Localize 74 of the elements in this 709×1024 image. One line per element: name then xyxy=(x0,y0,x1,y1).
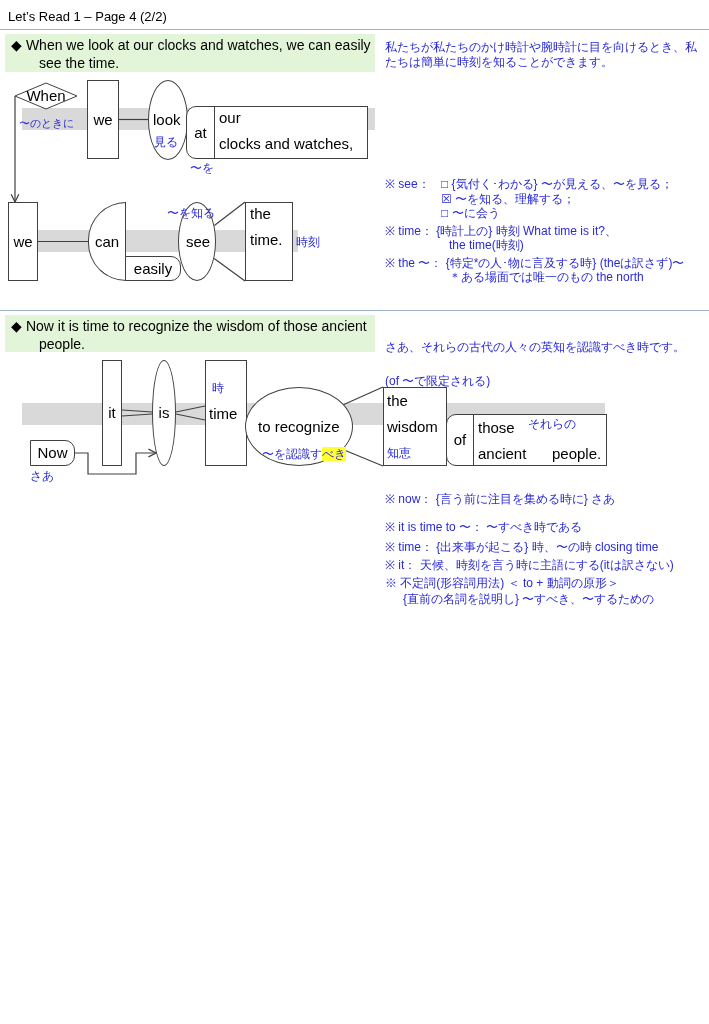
note-text: ※ it： 天候、時刻を言う時に主語にする(itは訳さない) xyxy=(385,558,674,572)
word-box xyxy=(383,387,447,466)
word-text: can xyxy=(94,232,120,251)
note-text: ※ 不定詞(形容詞用法) ＜ to + 動詞の原形＞ xyxy=(385,576,619,590)
note-text: ※ now： {言う前に注目を集める時に} さあ xyxy=(385,492,616,506)
note-text: ※ time： {時計上の} 時刻 What time is it?、 xyxy=(385,224,618,238)
note-text: ※ time： {出来事が起こる} 時、〜の時 closing time xyxy=(385,540,659,554)
word-text: 〜を認識すべき xyxy=(262,447,346,461)
sentence-text: ◆ Now it is time to recognize the wisdom of those ancient people. xyxy=(10,317,368,353)
word-box xyxy=(214,106,368,159)
word-text: time xyxy=(209,405,238,423)
word-text: When xyxy=(26,87,66,104)
word-box xyxy=(8,202,38,281)
word-box xyxy=(205,360,247,466)
word-text: of xyxy=(453,431,467,449)
note-text: {直前の名詞を説明し} 〜すべき、〜するための xyxy=(403,592,655,606)
word-text: people. xyxy=(552,445,602,463)
translation-text: さあ、それらの古代の人々の英知を認識すべき時です。 xyxy=(385,340,686,355)
sentence-text: ◆ When we look at our clocks and watches, we can easily see the time. xyxy=(10,36,372,72)
word-box xyxy=(102,360,122,466)
word-text: those xyxy=(478,419,515,437)
word-text: look xyxy=(153,111,181,129)
note-text: □ {気付く･わかる} 〜が見える、〜を見る； xyxy=(441,177,673,191)
connector-line xyxy=(74,448,157,475)
note-text: the time(時刻) xyxy=(449,238,524,252)
note-text: ※ see： xyxy=(385,177,430,191)
word-text: our xyxy=(219,109,241,127)
word-text: wisdom xyxy=(387,418,438,436)
word-box xyxy=(245,202,293,281)
note-text: ＊ある場面では唯一のもの the north xyxy=(449,270,644,284)
word-text: clocks and watches, xyxy=(219,135,354,153)
note-text: □ 〜に会う xyxy=(441,206,500,220)
connector-line xyxy=(118,118,149,121)
gloss-text: (of 〜で限定される) xyxy=(385,374,491,388)
word-text: it xyxy=(108,404,116,422)
connector-line xyxy=(343,386,384,406)
connector-line xyxy=(175,405,206,413)
word-text: ancient xyxy=(478,445,527,463)
word-box xyxy=(87,80,119,159)
connector-line xyxy=(175,413,206,421)
gloss-text: 時刻 xyxy=(296,235,320,249)
gloss-text: 〜のときに xyxy=(19,116,74,130)
word-text: the xyxy=(387,392,408,410)
word-text: 時 xyxy=(212,381,224,395)
word-text: easily xyxy=(133,259,173,278)
note-text: ※ it is time to 〜： 〜すべき時である xyxy=(385,520,583,534)
word-text: the xyxy=(250,205,271,223)
connector-line xyxy=(37,240,89,243)
word-text: we xyxy=(93,110,113,129)
note-text: ☒ 〜を知る、理解する； xyxy=(441,192,576,206)
translation-text: 私たちが私たちのかけ時計や腕時計に目を向けるとき、私たちは簡単に時刻を知ることができます。 xyxy=(385,40,698,70)
connector-line xyxy=(10,95,20,203)
word-text: それらの xyxy=(528,417,576,431)
note-text: ※ the 〜： {特定*の人･物に言及する時} (theは訳さず)〜 xyxy=(385,256,685,270)
word-text: 〜を知る xyxy=(167,206,215,220)
bracket-box xyxy=(30,440,75,466)
word-text: we xyxy=(13,232,33,251)
word-text: see xyxy=(186,233,211,251)
word-text: to recognize xyxy=(258,418,340,436)
word-text: 知恵 xyxy=(387,446,411,460)
gloss-text: さあ xyxy=(30,469,54,483)
word-text: Now xyxy=(37,444,68,462)
word-box xyxy=(473,414,607,466)
page-header: Let’s Read 1 – Page 4 (2/2) xyxy=(8,8,167,26)
bracket-box xyxy=(446,414,474,466)
bracket-box xyxy=(186,106,215,159)
word-text: is xyxy=(158,404,170,422)
connector-line xyxy=(121,409,153,413)
bracket-box xyxy=(125,256,181,281)
connector-line xyxy=(121,413,153,417)
word-text: 見る xyxy=(154,135,178,149)
gloss-text: 〜を xyxy=(190,161,214,175)
word-text: at xyxy=(194,123,207,142)
word-text: time. xyxy=(250,231,283,249)
